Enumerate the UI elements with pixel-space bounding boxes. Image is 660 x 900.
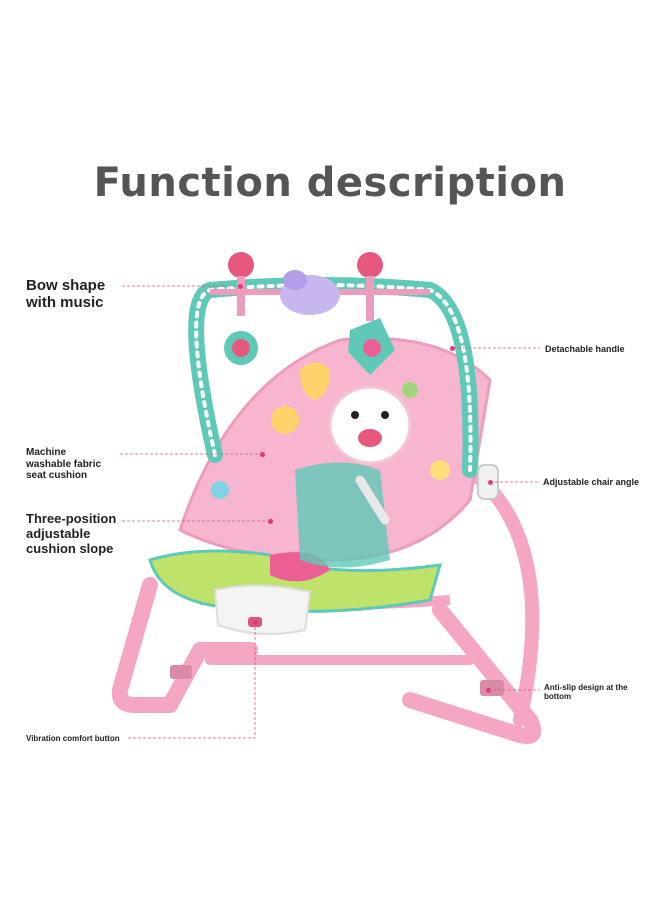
label-three-position-slope: Three-position adjustable cushion slope xyxy=(26,511,117,556)
marker-dot xyxy=(253,620,258,625)
label-bow-shape-music: Bow shape with music xyxy=(26,277,106,312)
label-vibration-button: Vibration comfort button xyxy=(26,734,120,743)
marker-dot xyxy=(268,519,273,524)
label-machine-washable: Machine washable fabric seat cushion xyxy=(26,447,102,481)
marker-dot xyxy=(260,452,265,457)
label-anti-slip: Anti-slip design at the bottom xyxy=(544,683,628,702)
marker-dot xyxy=(486,688,491,693)
label-adjustable-angle: Adjustable chair angle xyxy=(543,477,640,487)
marker-dot xyxy=(488,480,493,485)
page-title: Function description xyxy=(93,160,567,206)
marker-dot xyxy=(238,284,243,289)
label-detachable-handle: Detachable handle xyxy=(545,344,625,354)
marker-dot xyxy=(450,346,455,351)
